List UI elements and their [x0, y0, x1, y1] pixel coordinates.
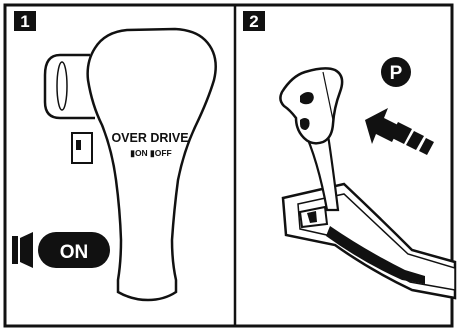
panel-2-knob: [280, 68, 342, 143]
panel-2-badge: 2: [243, 11, 265, 31]
park-badge: P: [381, 57, 411, 87]
outer-frame: [5, 5, 452, 326]
panel-1-number: 1: [20, 12, 29, 31]
shift-gate: [283, 184, 455, 298]
on-indicator: ON: [12, 232, 110, 268]
overdrive-label: OVER DRIVE: [111, 131, 188, 145]
panel-1: 1 OVER DRIVE ▮ON ▮OFF ON: [12, 11, 216, 300]
on-label: ON: [60, 242, 89, 263]
overdrive-switch-positions: ▮ON ▮OFF: [130, 148, 171, 158]
panel-1-badge: 1: [14, 11, 36, 31]
push-arrow-icon: [365, 108, 434, 155]
panel-2-number: 2: [249, 12, 258, 31]
switch-indicator-icon: [12, 236, 18, 264]
knob-side-detail: [72, 133, 92, 163]
park-label: P: [390, 63, 403, 84]
panel-2: 2 P: [243, 11, 455, 298]
